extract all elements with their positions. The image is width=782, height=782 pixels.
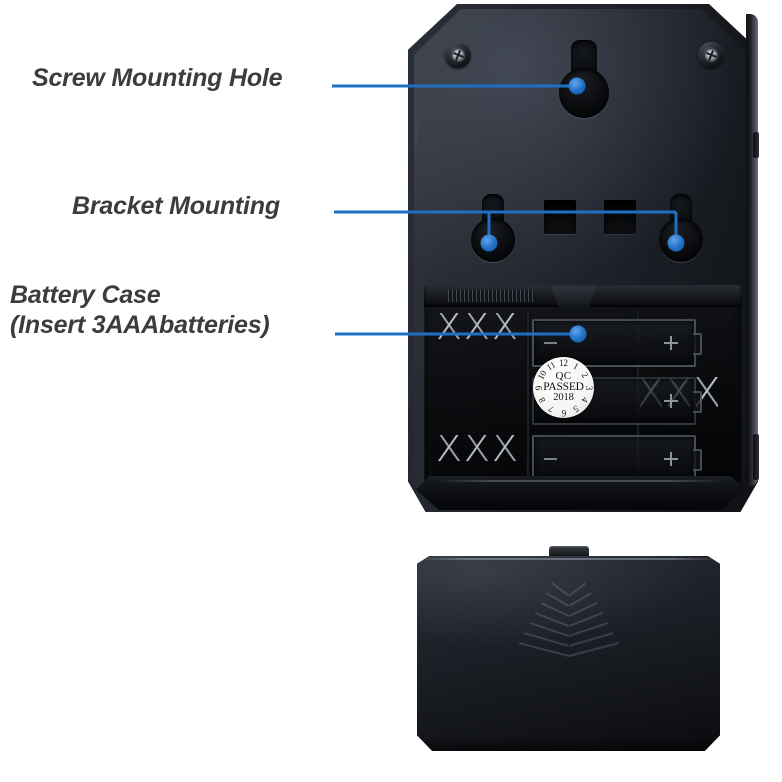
bracket-mounting-keyhole-left — [470, 194, 516, 262]
leader-endpoint-bracket-mounting-1 — [667, 234, 685, 252]
side-button-upper[interactable] — [753, 132, 759, 158]
qc-label: QC — [555, 369, 572, 382]
qc-dial-number: 5 — [571, 403, 581, 415]
leader-endpoint-screw-mounting-hole-0 — [568, 77, 586, 95]
qc-dial-number: 12 — [559, 357, 568, 368]
qc-sticker-text: QC PASSED 2018 — [533, 369, 594, 405]
leader-endpoint-battery-case-0 — [569, 325, 587, 343]
keyhole-round — [559, 68, 609, 118]
screw-mounting-keyhole-top — [558, 40, 610, 118]
cover-chevron-line-right — [567, 582, 587, 597]
battery-positive-marker — [664, 452, 678, 466]
battery-label-line-1: Battery Case — [10, 281, 161, 309]
screw-top-right — [698, 42, 724, 68]
qc-status: PASSED — [543, 380, 584, 393]
callout-label-battery-case: Battery Case (Insert 3AAAbatteries) — [10, 281, 270, 340]
battery-positive-marker — [664, 336, 678, 350]
housing-bottom-foot — [416, 476, 744, 510]
leader-endpoint-bracket-mounting-0 — [480, 234, 498, 252]
housing-left-vent — [414, 122, 418, 148]
battery-positive-marker — [664, 394, 678, 408]
battery-label-line-2: (Insert 3AAAbatteries) — [10, 310, 270, 339]
vent-slot-left — [544, 200, 576, 234]
callout-label-screw-mounting-hole: Screw Mounting Hole — [32, 64, 283, 92]
bracket-mounting-keyhole-right — [658, 194, 704, 262]
cover-body — [417, 556, 720, 751]
vent-slot-right — [604, 200, 636, 234]
cover-bottom-bevel — [417, 737, 720, 751]
qc-dial-number: 1 — [571, 360, 581, 372]
qc-year: 2018 — [553, 392, 574, 404]
qc-dial-number: 7 — [546, 403, 556, 415]
battery-bay-latch-tab — [551, 286, 596, 312]
battery-divider-left — [526, 311, 530, 477]
cover-release-tab[interactable] — [548, 546, 589, 558]
side-button-lower[interactable] — [753, 434, 759, 480]
battery-negative-marker — [544, 458, 557, 460]
housing-right-rim — [746, 14, 758, 486]
battery-spring-bottom-left — [438, 435, 522, 461]
cover-arrow-down-icon — [513, 582, 625, 668]
qc-dial-number: 6 — [561, 407, 566, 418]
battery-compartment-cover[interactable] — [417, 546, 720, 759]
battery-spring-top-left — [438, 313, 522, 339]
cover-chevron-line-left — [550, 582, 570, 597]
callout-label-bracket-mounting: Bracket Mounting — [72, 192, 280, 220]
battery-bay-slot-3 — [532, 435, 702, 483]
screw-top-left — [445, 42, 471, 68]
battery-negative-marker — [544, 342, 557, 344]
